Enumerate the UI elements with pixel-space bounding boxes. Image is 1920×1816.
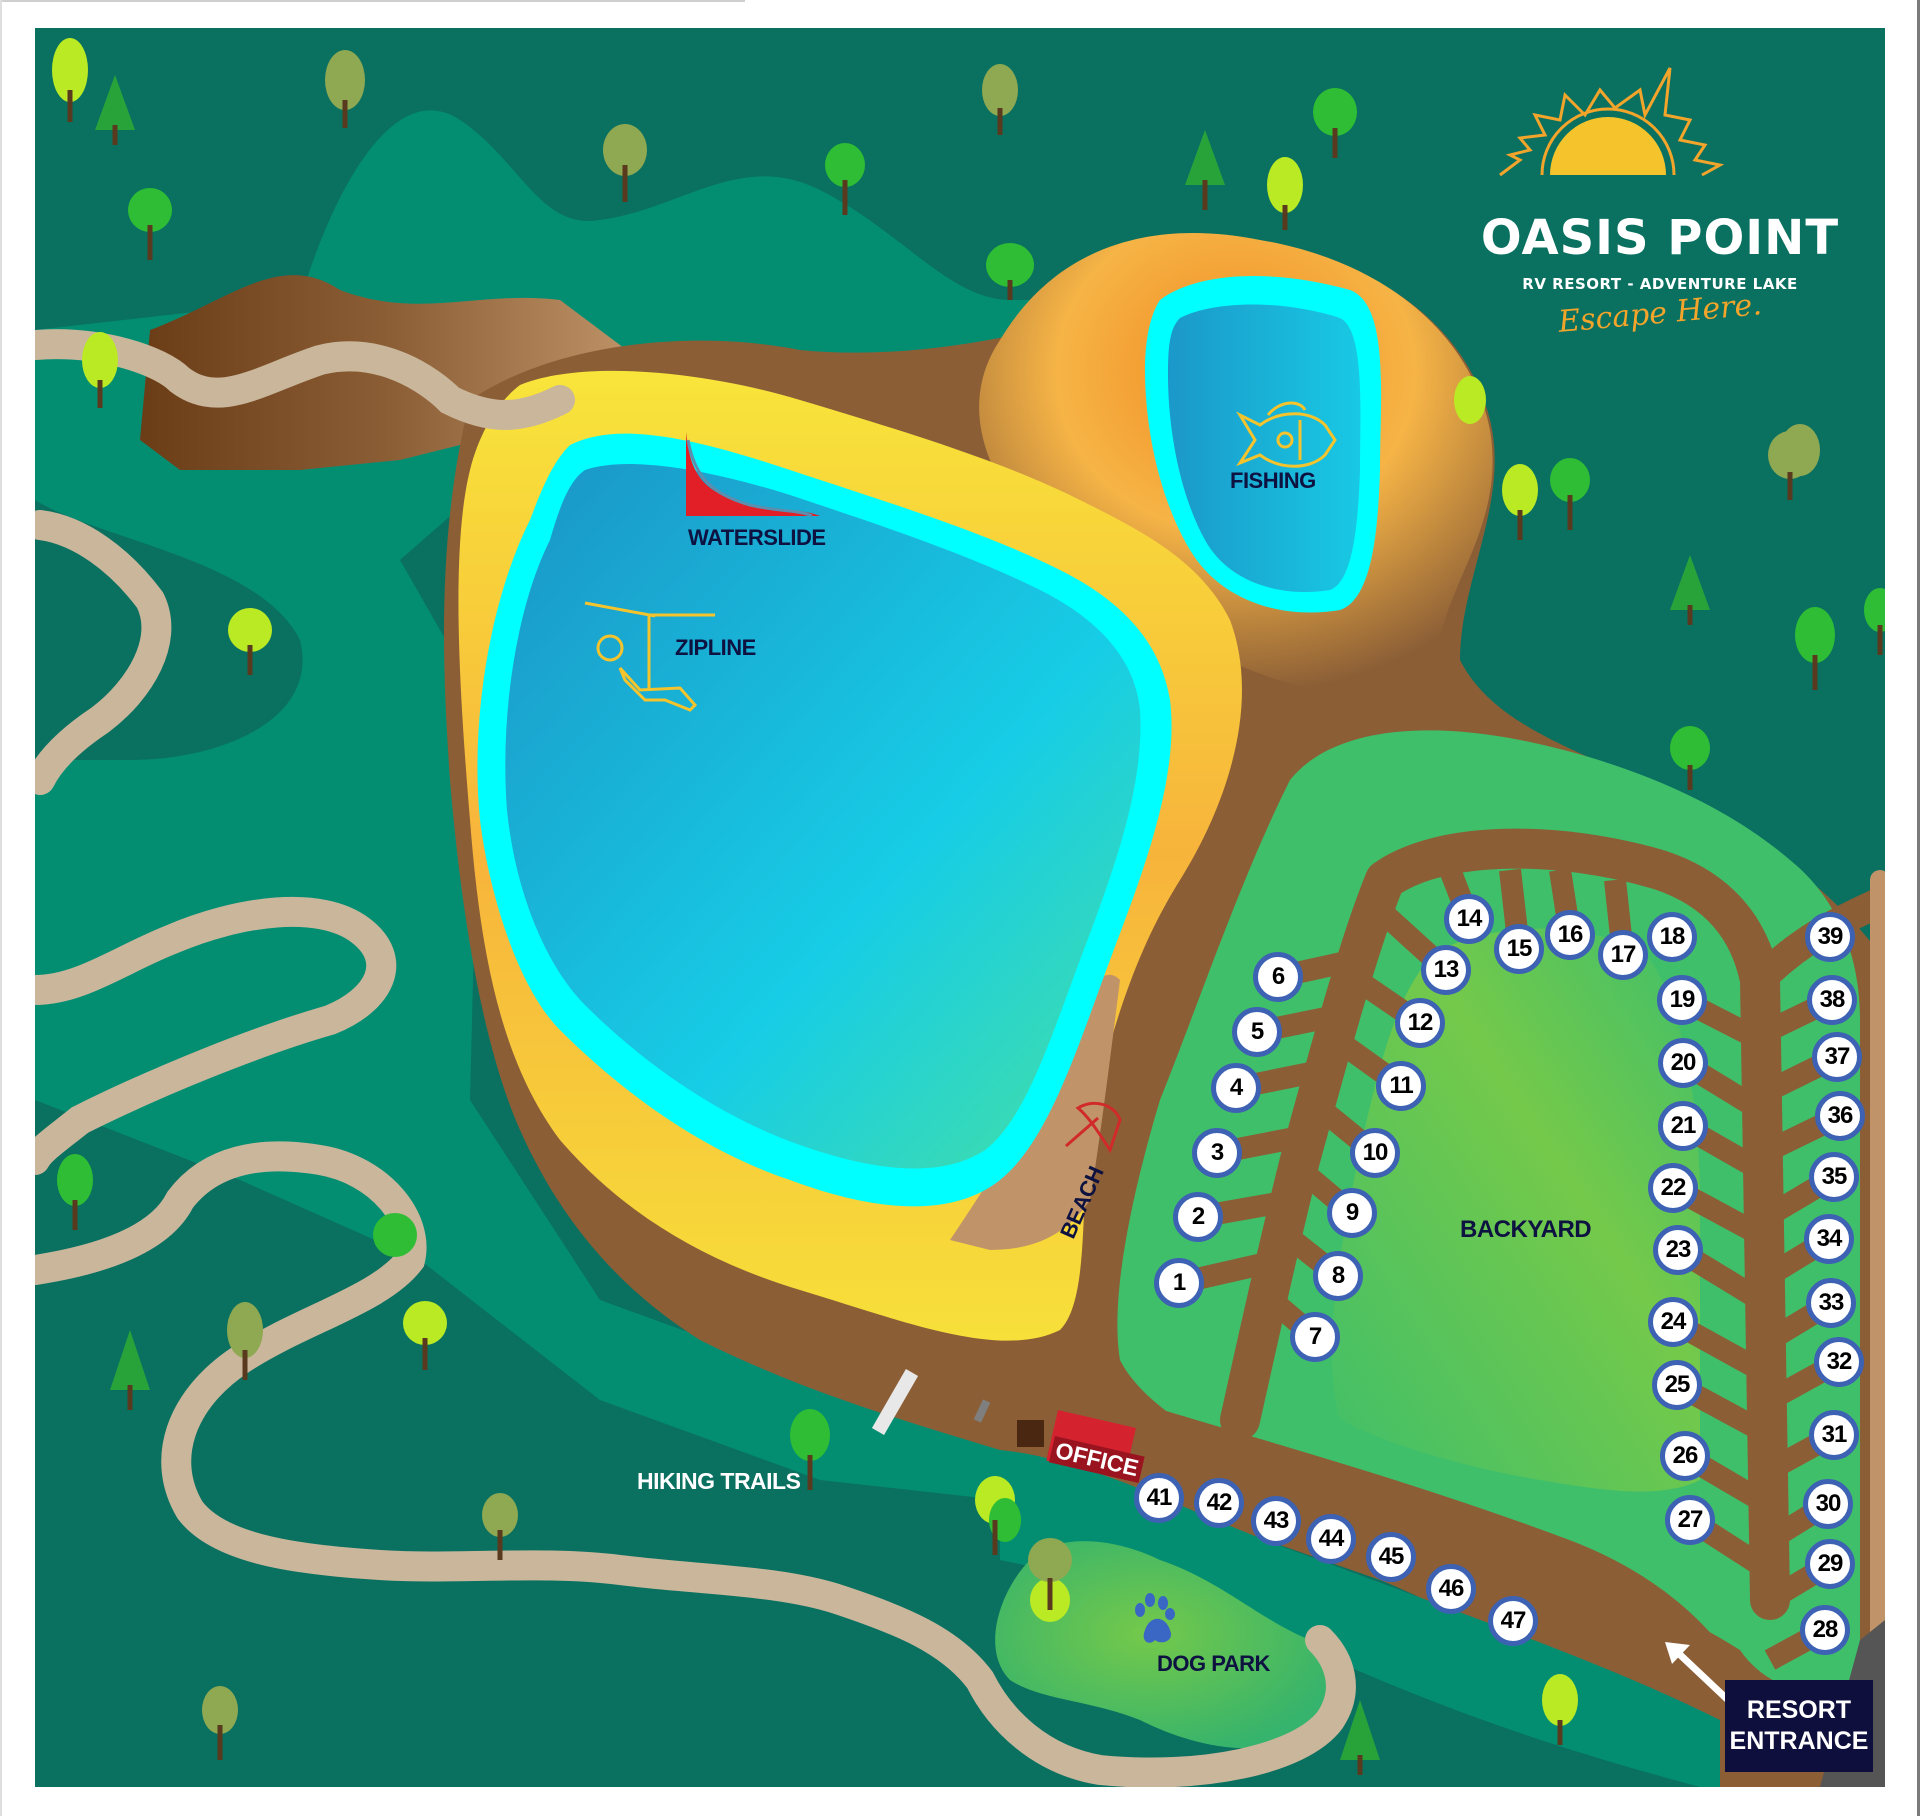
entrance-arrow-icon <box>1665 1642 1731 1703</box>
brand-subtitle: RV RESORT - ADVENTURE LAKE <box>1522 275 1798 293</box>
zipline-label: ZIPLINE <box>675 635 756 660</box>
campsite-47[interactable]: 47 <box>1488 1596 1538 1646</box>
image-border-top <box>0 0 745 2</box>
oasis-point-logo <box>1440 60 1880 360</box>
campsite-33[interactable]: 33 <box>1806 1278 1856 1328</box>
campsite-26[interactable]: 26 <box>1660 1431 1710 1481</box>
campsite-11[interactable]: 11 <box>1376 1061 1426 1111</box>
entrance-line-1: RESORT <box>1746 1696 1852 1724</box>
campsite-10[interactable]: 10 <box>1350 1128 1400 1178</box>
campsite-25[interactable]: 25 <box>1652 1360 1702 1410</box>
backyard-label: BACKYARD <box>1460 1216 1592 1243</box>
fish-icon <box>1236 401 1337 468</box>
resort-entrance-sign[interactable]: RESORT ENTRANCE <box>1725 1680 1873 1772</box>
campsite-6[interactable]: 6 <box>1253 952 1303 1002</box>
campsite-31[interactable]: 31 <box>1809 1410 1859 1460</box>
campsite-21[interactable]: 21 <box>1658 1101 1708 1151</box>
campsite-46[interactable]: 46 <box>1426 1564 1476 1614</box>
campsite-7[interactable]: 7 <box>1290 1312 1340 1362</box>
campsite-22[interactable]: 22 <box>1648 1163 1698 1213</box>
campsite-24[interactable]: 24 <box>1648 1297 1698 1347</box>
zipline-rider-icon <box>584 601 715 712</box>
campsite-38[interactable]: 38 <box>1807 975 1857 1025</box>
campsite-19[interactable]: 19 <box>1657 975 1707 1025</box>
campsite-30[interactable]: 30 <box>1803 1479 1853 1529</box>
campsite-45[interactable]: 45 <box>1366 1532 1416 1582</box>
campsite-42[interactable]: 42 <box>1194 1478 1244 1528</box>
campsite-34[interactable]: 34 <box>1804 1214 1854 1264</box>
campsite-3[interactable]: 3 <box>1192 1128 1242 1178</box>
resort-map: WATERSLIDE ZIPLINE FISHING BEACH BACKYAR… <box>35 28 1885 1787</box>
campsite-18[interactable]: 18 <box>1647 912 1697 962</box>
campsite-29[interactable]: 29 <box>1805 1539 1855 1589</box>
campsite-5[interactable]: 5 <box>1232 1007 1282 1057</box>
campsite-39[interactable]: 39 <box>1805 912 1855 962</box>
campsite-43[interactable]: 43 <box>1251 1496 1301 1546</box>
campsite-27[interactable]: 27 <box>1665 1495 1715 1545</box>
dog-park-label: DOG PARK <box>1157 1651 1270 1676</box>
waterslide-icon <box>686 432 820 518</box>
waterslide-label: WATERSLIDE <box>688 525 826 550</box>
campsite-36[interactable]: 36 <box>1815 1091 1865 1141</box>
map-terrain <box>35 28 1885 1787</box>
campsite-13[interactable]: 13 <box>1421 945 1471 995</box>
brand-name: OASIS POINT <box>1480 210 1840 266</box>
sun-rays-icon <box>1499 67 1725 177</box>
campsite-37[interactable]: 37 <box>1812 1032 1862 1082</box>
campsite-28[interactable]: 28 <box>1800 1605 1850 1655</box>
campsite-17[interactable]: 17 <box>1598 930 1648 980</box>
campsite-41[interactable]: 41 <box>1134 1473 1184 1523</box>
campsite-44[interactable]: 44 <box>1306 1514 1356 1564</box>
campsite-15[interactable]: 15 <box>1494 924 1544 974</box>
hiking-trails-label: HIKING TRAILS <box>637 1468 801 1494</box>
campsite-8[interactable]: 8 <box>1313 1251 1363 1301</box>
entrance-line-2: ENTRANCE <box>1729 1727 1869 1755</box>
campsite-23[interactable]: 23 <box>1653 1225 1703 1275</box>
campsite-9[interactable]: 9 <box>1327 1188 1377 1238</box>
campsite-14[interactable]: 14 <box>1444 894 1494 944</box>
campsite-32[interactable]: 32 <box>1814 1337 1864 1387</box>
image-border-right <box>1917 0 1920 1816</box>
campsite-1[interactable]: 1 <box>1154 1258 1204 1308</box>
campsite-4[interactable]: 4 <box>1211 1063 1261 1113</box>
campsite-16[interactable]: 16 <box>1545 910 1595 960</box>
beach-umbrella-icon <box>1065 1101 1122 1154</box>
image-border-left <box>0 0 2 1816</box>
campsite-2[interactable]: 2 <box>1173 1192 1223 1242</box>
campsite-20[interactable]: 20 <box>1658 1038 1708 1088</box>
paw-print-icon <box>1135 1593 1175 1643</box>
fishing-label: FISHING <box>1230 468 1316 493</box>
logo-text: OASIS POINT RV RESORT - ADVENTURE LAKE E… <box>1440 60 1880 360</box>
campsite-12[interactable]: 12 <box>1395 998 1445 1048</box>
campsite-35[interactable]: 35 <box>1809 1152 1859 1202</box>
